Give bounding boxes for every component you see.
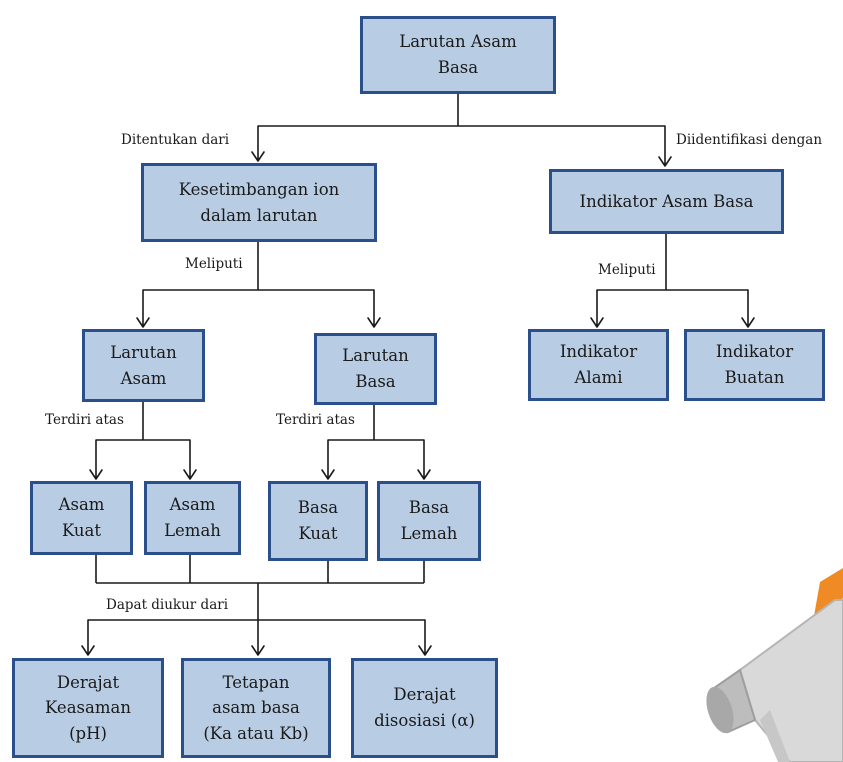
node-derajat-disosiasi: Derajat disosiasi (α) <box>351 658 498 758</box>
arrow-to-asam-kuat <box>89 439 103 480</box>
node-tetapan-asam-basa: Tetapan asam basa (Ka atau Kb) <box>181 658 331 758</box>
arrow-to-larutan-asam <box>136 289 150 328</box>
label-dapat-diukur-dari: Dapat diukur dari <box>106 597 229 613</box>
connector-larutan-basa <box>328 405 424 441</box>
arrow-to-kesetimbangan <box>251 125 265 162</box>
connector-root <box>258 93 665 127</box>
label-terdiri-atas-asam: Terdiri atas <box>45 412 124 428</box>
connector-diukur <box>88 583 425 621</box>
node-larutan-asam: Larutan Asam <box>82 329 205 402</box>
node-asam-kuat: Asam Kuat <box>30 481 133 555</box>
arrow-to-basa-kuat <box>321 439 335 480</box>
megaphone-icon <box>706 568 843 762</box>
node-derajat-keasaman: Derajat Keasaman (pH) <box>12 658 164 758</box>
connector-indikator <box>597 233 748 291</box>
arrow-to-indikator <box>658 125 672 167</box>
node-indikator-alami: Indikator Alami <box>528 329 669 401</box>
arrow-to-derajat-disosiasi <box>418 619 432 656</box>
connector-kesetimbangan <box>143 241 374 291</box>
arrow-to-indikator-buatan <box>741 289 755 328</box>
label-meliputi-right: Meliputi <box>598 262 656 278</box>
node-kesetimbangan: Kesetimbangan ion dalam larutan <box>141 163 377 242</box>
arrow-to-basa-lemah <box>417 439 431 480</box>
node-indikator-buatan: Indikator Buatan <box>684 329 825 401</box>
node-basa-lemah: Basa Lemah <box>377 481 481 561</box>
connector-bracket <box>95 555 425 584</box>
label-meliputi-left: Meliputi <box>185 256 243 272</box>
arrow-to-tetapan <box>251 619 265 656</box>
connector-larutan-asam <box>96 402 190 441</box>
node-asam-lemah: Asam Lemah <box>144 481 241 555</box>
arrow-to-asam-lemah <box>183 439 197 480</box>
arrow-to-derajat-keasaman <box>81 619 95 656</box>
node-larutan-basa: Larutan Basa <box>314 333 437 405</box>
node-root: Larutan Asam Basa <box>360 16 556 94</box>
arrow-to-indikator-alami <box>590 289 604 328</box>
label-ditentukan-dari: Ditentukan dari <box>121 132 230 148</box>
label-diidentifikasi-dengan: Diidentifikasi dengan <box>676 132 823 148</box>
node-indikator-asam-basa: Indikator Asam Basa <box>549 169 784 234</box>
node-basa-kuat: Basa Kuat <box>268 481 368 561</box>
label-terdiri-atas-basa: Terdiri atas <box>276 412 355 428</box>
arrow-to-larutan-basa <box>367 289 381 328</box>
